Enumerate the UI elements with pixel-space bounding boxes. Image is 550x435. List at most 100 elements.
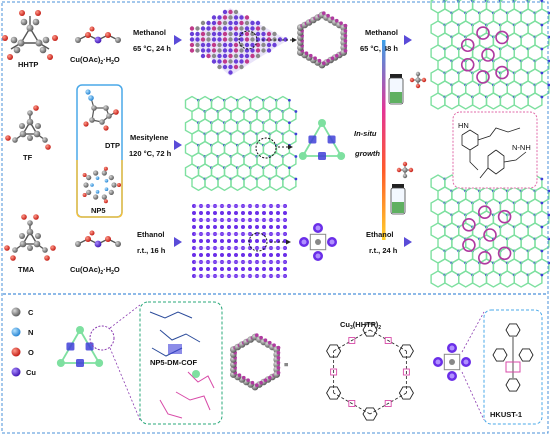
crystal-atom	[244, 26, 250, 31]
crystal-atom	[250, 20, 255, 26]
crystal-atom	[250, 42, 255, 48]
hkust-atom	[206, 239, 210, 243]
chem-structure-sketch	[461, 127, 527, 179]
crystal-atom	[195, 42, 200, 48]
np5-o	[103, 166, 108, 171]
hkust-atom	[234, 253, 238, 257]
crystal-atom	[222, 9, 228, 15]
crystal-atom	[211, 59, 217, 64]
np5-barrel	[327, 135, 336, 144]
crystal-atom	[239, 37, 244, 42]
hkust-atom	[241, 239, 245, 243]
crystal-atom	[206, 42, 211, 48]
crystal-atom	[250, 48, 255, 53]
crystal-atom	[189, 26, 195, 31]
row1-conditions: 65 °C, 24 h	[133, 44, 171, 53]
honeycomb-cell	[243, 174, 258, 192]
crystal-atom	[261, 26, 266, 31]
crystal-atom	[239, 48, 244, 53]
crystal-atom	[217, 15, 222, 20]
crystal-atom	[233, 64, 239, 70]
mof-atom-cu	[322, 11, 326, 15]
honeycomb-node	[540, 201, 544, 205]
legend-dot-cu	[11, 367, 21, 377]
crystal-atom	[233, 15, 239, 20]
hkust-lattice	[192, 204, 287, 278]
crystal-atom	[217, 42, 222, 48]
crystal-atom	[222, 59, 228, 64]
honeycomb-node	[540, 225, 544, 229]
honeycomb-node	[540, 47, 544, 51]
tma-molecule	[4, 214, 56, 261]
crystal-atom	[244, 37, 250, 42]
row1-solvent: Methanol	[133, 28, 166, 37]
mof-atom-cu	[334, 53, 339, 58]
crystal-atom	[228, 59, 233, 64]
np5-dm-cof-structure	[149, 311, 215, 419]
crystal-atom	[222, 26, 228, 31]
crystal-atom	[239, 15, 244, 20]
np5-barrel	[85, 342, 94, 351]
hhtp-ring	[398, 386, 414, 400]
honeycomb-cell	[444, 0, 460, 14]
crystal-atom	[255, 31, 261, 37]
mof-atom-cu	[259, 380, 263, 385]
zoom-circle-mid	[255, 137, 277, 159]
cu3-hhtp2-label: Cu3(HHTP)2	[340, 320, 381, 331]
mof-atom-cu	[313, 56, 317, 60]
hhtp-link	[369, 329, 407, 352]
hkust-atom	[206, 211, 210, 215]
crystal-atom	[261, 42, 266, 48]
np5-atom	[111, 182, 117, 188]
crystal-atom	[233, 20, 239, 26]
hkust-cluster-core	[315, 225, 321, 231]
hkust-cage	[309, 233, 327, 251]
hkust-unit-bottom	[299, 223, 337, 261]
nh-label-1: HN	[458, 121, 469, 130]
honeycomb-node	[287, 121, 291, 125]
honeycomb-cell	[191, 174, 206, 192]
crystal-atom	[228, 9, 233, 15]
mof-hexagon-top	[297, 11, 348, 69]
crystal-atom	[244, 59, 250, 64]
hkust-label: HKUST-1	[490, 410, 522, 419]
mof-atom-cu	[276, 355, 281, 360]
arrow-row2-head	[174, 140, 182, 150]
crystal-atom	[206, 48, 211, 53]
chem-structure-box	[452, 111, 538, 189]
crystal-atom	[239, 42, 244, 48]
hkust-atom	[276, 225, 280, 229]
hkust-atom	[276, 267, 280, 271]
composite-mof-ring	[495, 30, 509, 45]
cof-vertex	[56, 359, 65, 367]
crystal-atom	[255, 26, 261, 31]
btc-ring	[518, 348, 534, 362]
crystal-atom	[233, 9, 239, 15]
hkust-atom	[227, 211, 231, 215]
mof-atom-cu	[343, 23, 348, 28]
hkust-atom	[269, 267, 273, 271]
hkust-atom	[220, 211, 224, 215]
honeycomb-node	[547, 83, 550, 87]
detail-bond	[187, 371, 215, 389]
crystal-atom	[222, 48, 228, 53]
detail-node	[192, 370, 200, 378]
crystal-atom	[244, 48, 250, 53]
mof-atom-cu	[263, 338, 268, 343]
np5-barrel	[66, 342, 75, 351]
crystal-atom	[250, 37, 255, 42]
hkust-atom	[227, 253, 231, 257]
row3-conditions: r.t., 16 h	[137, 246, 166, 255]
honeycomb-cell	[444, 270, 460, 288]
hkust-atom	[213, 225, 217, 229]
cof-vertex	[298, 152, 307, 160]
crystal-atom	[222, 42, 228, 48]
honeycomb-cell	[282, 174, 297, 192]
row2-solvent: Mesitylene	[130, 133, 168, 142]
hhtp-ring	[362, 407, 378, 421]
hkust-atom	[234, 267, 238, 271]
composite-mof-ring	[483, 228, 497, 242]
composite-mof-ring	[460, 57, 475, 72]
crystal-atom	[222, 53, 228, 59]
hkust-center	[315, 239, 321, 245]
